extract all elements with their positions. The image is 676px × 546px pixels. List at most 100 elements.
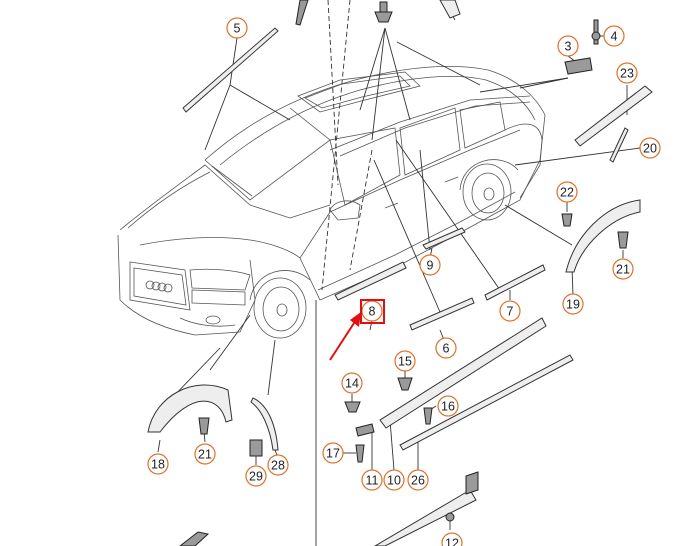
callout-circle bbox=[194, 443, 216, 465]
callout-label: 28 bbox=[271, 459, 285, 473]
part-11-clip bbox=[355, 423, 375, 437]
callout-15: 15 bbox=[394, 350, 416, 372]
callout-23: 23 bbox=[616, 62, 638, 84]
callout-circle bbox=[499, 300, 521, 322]
highlight-arrow-head bbox=[350, 312, 361, 327]
callout-label: 21 bbox=[616, 263, 630, 277]
callout-circle bbox=[383, 469, 405, 491]
callout-circle bbox=[639, 137, 661, 159]
callout-label: 23 bbox=[620, 67, 634, 81]
part-18-wheel-arch bbox=[147, 384, 233, 433]
callout-label: 12 bbox=[445, 537, 459, 546]
callout-circle bbox=[557, 35, 579, 57]
callout-4: 4 bbox=[603, 25, 625, 47]
callout-18: 18 bbox=[147, 453, 169, 475]
callout-label: 3 bbox=[565, 40, 572, 54]
callout-circle bbox=[419, 254, 441, 276]
part-16-screw bbox=[423, 407, 433, 425]
callout-label: 11 bbox=[366, 474, 379, 488]
part-14-clip bbox=[344, 401, 361, 413]
roof-moulding-end bbox=[439, 0, 461, 19]
part-3-clip bbox=[564, 57, 593, 75]
part-4-head bbox=[591, 31, 601, 41]
callout-circle bbox=[437, 395, 459, 417]
callout-29: 29 bbox=[245, 465, 267, 487]
part-12-bracket bbox=[465, 471, 479, 495]
part-28-trim bbox=[250, 397, 279, 451]
part-23-trim bbox=[574, 85, 653, 147]
highlight-arrow bbox=[329, 319, 357, 361]
callout-5: 5 bbox=[226, 17, 248, 39]
callout-11: 11 bbox=[361, 469, 383, 491]
callout-28: 28 bbox=[267, 454, 289, 476]
callout-10: 10 bbox=[383, 469, 405, 491]
callout-circle bbox=[226, 17, 248, 39]
leader-lines bbox=[157, 0, 641, 546]
callout-circle bbox=[322, 442, 344, 464]
callout-label: 18 bbox=[151, 458, 165, 472]
callout-circle bbox=[267, 454, 289, 476]
callout-6: 6 bbox=[435, 337, 457, 359]
parts bbox=[147, 0, 653, 546]
callout-19: 19 bbox=[562, 293, 584, 315]
callout-circle bbox=[562, 293, 584, 315]
callout-circle bbox=[603, 25, 625, 47]
roof-clip bbox=[379, 1, 388, 13]
callout-7: 7 bbox=[499, 300, 521, 322]
callout-label: 15 bbox=[398, 355, 412, 369]
callout-label: 7 bbox=[507, 305, 514, 319]
part-10-sill bbox=[379, 317, 547, 429]
callout-9: 9 bbox=[419, 254, 441, 276]
part-17-screw bbox=[355, 444, 365, 463]
part-20-trim bbox=[609, 127, 629, 163]
callout-label: 26 bbox=[411, 474, 425, 488]
callout-16: 16 bbox=[437, 395, 459, 417]
callout-label: 16 bbox=[441, 400, 455, 414]
callout-22: 22 bbox=[556, 181, 578, 203]
part-22-clip bbox=[561, 213, 573, 227]
callout-17: 17 bbox=[322, 442, 344, 464]
callout-circle bbox=[341, 372, 363, 394]
callout-circle bbox=[407, 469, 429, 491]
callout-label: 20 bbox=[643, 142, 657, 156]
callouts: 3 4 5 6 7 8 9 10 11 12 14 15 16 17 18 19 20 21 21 22 23 26 28 2… bbox=[147, 17, 661, 546]
callout-label: 10 bbox=[387, 474, 401, 488]
callout-label: 14 bbox=[345, 377, 359, 391]
part-21-clip bbox=[617, 231, 629, 249]
callout-21: 21 bbox=[194, 443, 216, 465]
callout-circle bbox=[441, 532, 463, 546]
part-5-roof-trim bbox=[182, 27, 279, 113]
callout-20: 20 bbox=[639, 137, 661, 159]
part-19-wheel-arch bbox=[565, 199, 641, 273]
part-26-sill-strip bbox=[399, 354, 574, 451]
callout-circle bbox=[147, 453, 169, 475]
highlight-box bbox=[360, 299, 385, 324]
callout-8: 8 bbox=[361, 300, 383, 322]
callout-circle bbox=[435, 337, 457, 359]
part-7-trim bbox=[484, 264, 546, 301]
callout-label: 17 bbox=[326, 447, 340, 461]
callout-label: 8 bbox=[369, 305, 376, 319]
callout-12: 12 bbox=[441, 532, 463, 546]
part-partial-bottom-left bbox=[179, 531, 210, 546]
highlight-annotation bbox=[329, 299, 385, 361]
callout-circle bbox=[616, 62, 638, 84]
callout-14: 14 bbox=[341, 372, 363, 394]
callout-3: 3 bbox=[557, 35, 579, 57]
callout-label: 6 bbox=[443, 342, 450, 356]
callout-circle bbox=[612, 258, 634, 280]
part-9-trim bbox=[422, 227, 466, 250]
part-12-sill-lower bbox=[374, 489, 477, 546]
callout-26: 26 bbox=[407, 469, 429, 491]
part-21-left-clip bbox=[198, 417, 210, 435]
callout-label: 5 bbox=[234, 22, 241, 36]
callout-circle bbox=[361, 469, 383, 491]
part-15-clip bbox=[397, 377, 413, 391]
callout-label: 4 bbox=[611, 30, 618, 44]
part-29-grommet bbox=[249, 439, 263, 457]
callout-circle bbox=[394, 350, 416, 372]
part-6-trim bbox=[409, 297, 475, 331]
roof-antenna-part bbox=[295, 0, 309, 26]
callout-circle bbox=[245, 465, 267, 487]
